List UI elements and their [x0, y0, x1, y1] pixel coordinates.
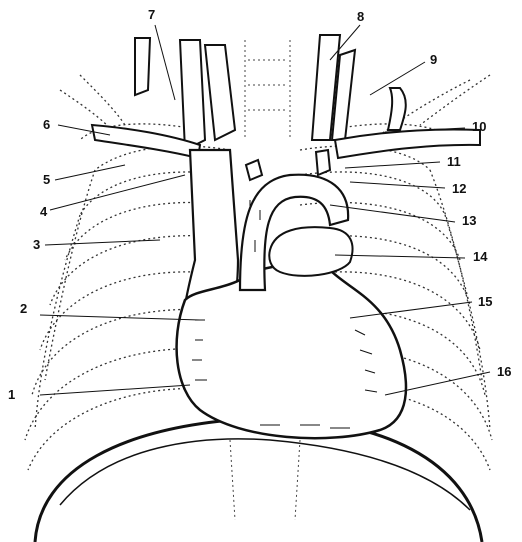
label-6: 6: [43, 118, 50, 131]
label-9: 9: [430, 53, 437, 66]
label-1: 1: [8, 388, 15, 401]
label-16: 16: [497, 365, 511, 378]
subclavian-vessels: [92, 88, 480, 158]
brachiocephalic-trunk: [246, 160, 262, 180]
label-7: 7: [148, 8, 155, 21]
label-5: 5: [43, 173, 50, 186]
label-14: 14: [473, 250, 487, 263]
diaphragm: [35, 418, 482, 542]
diaphragm-inner: [60, 439, 470, 510]
label-8: 8: [357, 10, 364, 23]
neck-vessels: [135, 35, 355, 150]
label-4: 4: [40, 205, 47, 218]
heart: [177, 265, 406, 438]
label-15: 15: [478, 295, 492, 308]
label-12: 12: [452, 182, 466, 195]
label-3: 3: [33, 238, 40, 251]
label-2: 2: [20, 302, 27, 315]
pulmonary-trunk: [269, 227, 352, 276]
label-13: 13: [462, 214, 476, 227]
left-common-carotid: [316, 150, 330, 175]
label-10: 10: [472, 120, 486, 133]
label-11: 11: [447, 155, 461, 168]
